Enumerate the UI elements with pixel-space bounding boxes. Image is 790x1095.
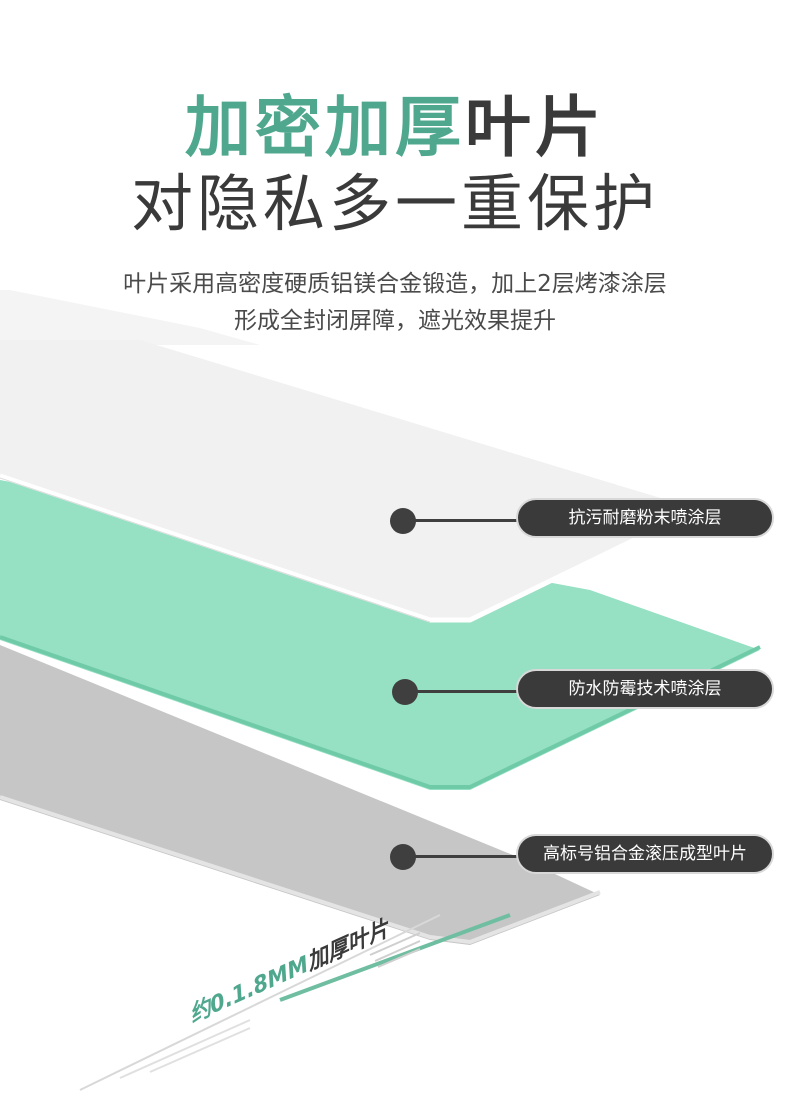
headline-dark: 叶片 [465, 89, 605, 166]
callout-line-2 [412, 690, 522, 693]
thickness-indicator-lines [79, 913, 511, 1091]
waterproof-coating-layer [0, 480, 760, 790]
aluminum-slat-layer [0, 645, 600, 945]
background-ghost-shape [0, 290, 260, 345]
callout-line-3 [410, 855, 522, 858]
callout-line-1 [410, 519, 522, 522]
description-line-1: 叶片采用高密度硬质铝镁合金锻造，加上2层烤漆涂层 [123, 271, 667, 297]
callout-pill-waterproof: 防水防霉技术喷涂层 [516, 669, 774, 709]
headline-accent: 加密加厚 [185, 89, 465, 166]
headline: 加密加厚叶片 [0, 88, 790, 168]
subheadline: 对隐私多一重保护 [130, 167, 659, 240]
callout-pill-aluminum: 高标号铝合金滚压成型叶片 [516, 834, 774, 874]
wear-resistant-coating-layer [0, 340, 700, 622]
description-line-2: 形成全封闭屏障，遮光效果提升 [234, 308, 556, 334]
callout-pill-wear-resistant: 抗污耐磨粉末喷涂层 [516, 498, 774, 538]
